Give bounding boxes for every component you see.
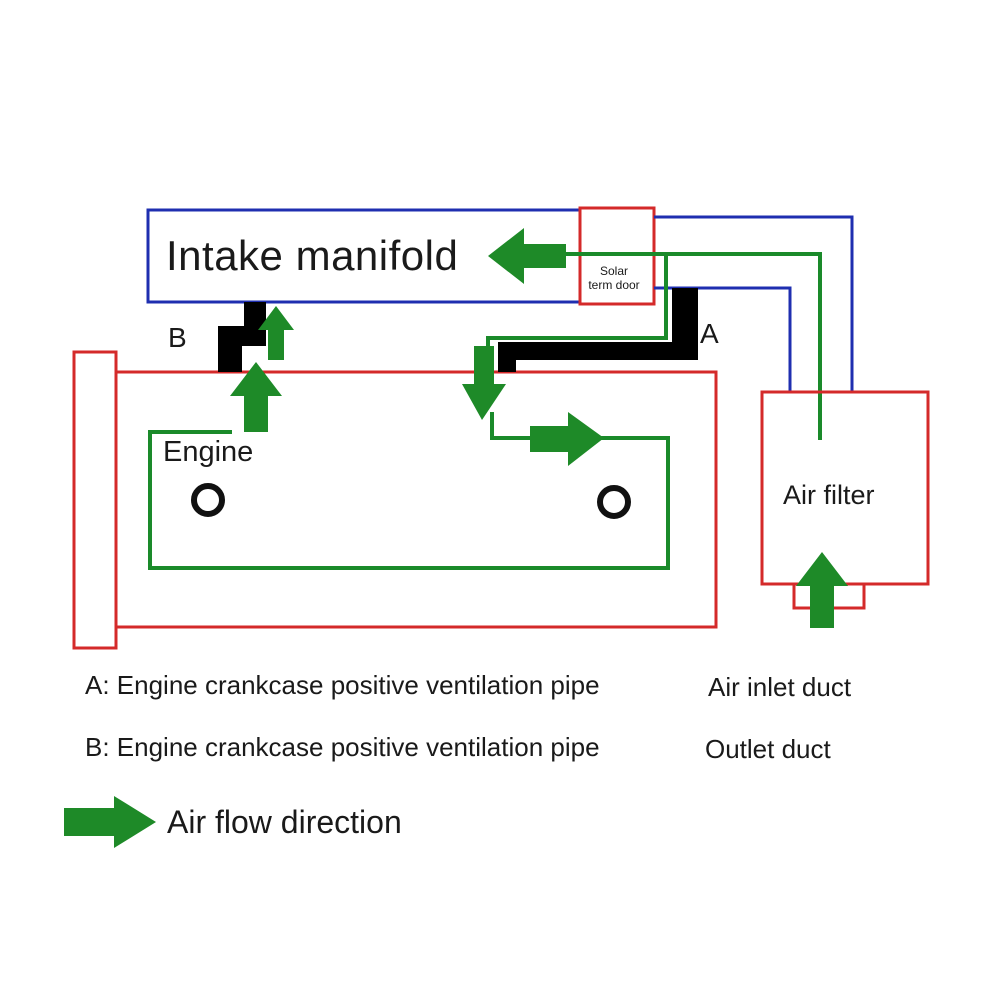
engine-inner-chamber — [148, 430, 670, 570]
intake-manifold-label: Intake manifold — [166, 232, 459, 279]
green-air-path-engine — [490, 412, 540, 440]
arrow-b-into-manifold — [258, 306, 294, 360]
legend-pipe-a: A: Engine crankcase positive ventilation… — [85, 670, 600, 700]
engine-end-plate — [72, 350, 118, 650]
green-air-path-top — [548, 252, 822, 440]
engine-outer-block — [116, 370, 718, 629]
outlet-duct-line — [654, 215, 854, 392]
engine-label: Engine — [163, 436, 254, 468]
arrow-into-air-filter — [796, 552, 848, 628]
legend-air-inlet-duct: Air inlet duct — [708, 672, 852, 702]
legend-outlet-duct: Outlet duct — [705, 734, 831, 764]
engine-port-right — [597, 485, 631, 519]
pipe-b-letter: B — [168, 322, 187, 353]
solar-term-door-label-line2: term door — [588, 278, 640, 292]
pipe-a-letter: A — [700, 318, 719, 349]
arrow-into-manifold — [488, 228, 566, 284]
arrow-engine-up — [230, 362, 282, 432]
pipe-a — [498, 288, 698, 372]
legend-arrow-icon — [64, 796, 156, 848]
arrow-engine-right — [530, 412, 604, 466]
air-filter-label: Air filter — [783, 480, 875, 510]
arrow-a-down — [462, 346, 506, 420]
legend-air-flow-direction: Air flow direction — [167, 804, 402, 840]
pipe-b — [218, 302, 266, 372]
solar-term-door-label-line1: Solar — [599, 264, 628, 278]
engine-port-left — [191, 483, 225, 517]
legend-pipe-b: B: Engine crankcase positive ventilation… — [85, 732, 600, 762]
inlet-duct-line — [654, 286, 792, 392]
